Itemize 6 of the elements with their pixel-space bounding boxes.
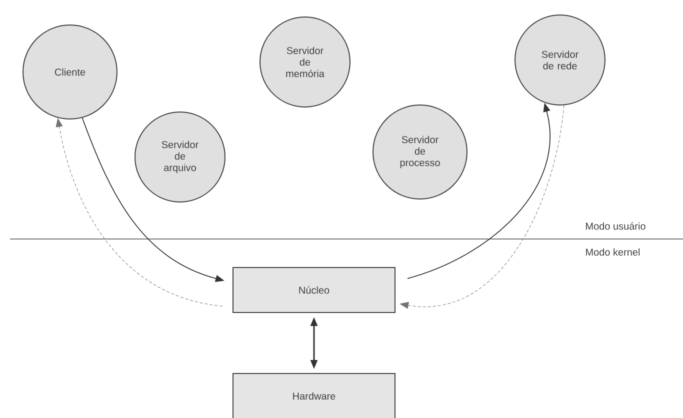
arrow <box>400 105 564 309</box>
process-box: Hardware <box>232 373 396 418</box>
mode-label: Modo usuário <box>586 222 646 230</box>
arrow <box>56 118 223 306</box>
mode-label: Modo kernel <box>586 248 640 256</box>
process-box: Núcleo <box>232 267 396 313</box>
